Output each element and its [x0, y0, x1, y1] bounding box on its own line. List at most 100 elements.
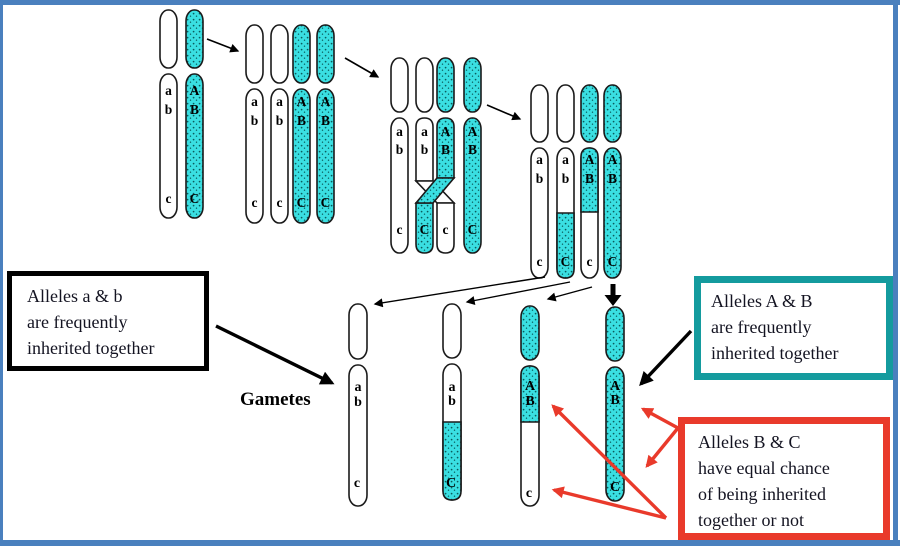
allele-label: c [354, 476, 360, 491]
allele-label: c [526, 486, 532, 501]
allele-label: b [251, 113, 259, 128]
teal-callout-arrow [639, 329, 693, 387]
stage2-to-stage3-arrow [344, 57, 380, 78]
callout-line: Alleles B & C [698, 432, 801, 452]
allele-label: b [448, 394, 456, 409]
to-gamete2-arrow [465, 281, 571, 305]
allele-label: a [536, 152, 543, 167]
red-arrow-g4-B [640, 407, 679, 430]
allele-label: a [276, 94, 283, 109]
to-gamete1-arrow [373, 276, 546, 308]
allele-label: A [610, 379, 621, 394]
stage4-chromosome-1: a b c [530, 84, 549, 279]
stage3-chromosome-3-crossover: A B C c [414, 57, 456, 254]
allele-label: b [536, 171, 544, 186]
allele-label: C [446, 476, 456, 491]
allele-label: c [166, 191, 172, 206]
stage3-to-stage4-arrow [486, 104, 522, 121]
allele-label: A [608, 152, 618, 167]
stage4-chromosome-3: A B c [580, 84, 599, 279]
allele-label: B [525, 394, 534, 409]
to-gamete4-arrow [604, 284, 622, 306]
allele-label: C [608, 254, 618, 269]
allele-label: b [396, 142, 404, 157]
stage3-chromosome-4: A B C [463, 57, 482, 254]
allele-label: C [420, 222, 430, 237]
red-arrow-g3-B [551, 404, 668, 520]
allele-label: b [276, 113, 284, 128]
allele-label: B [468, 142, 477, 157]
allele-label: C [468, 222, 478, 237]
allele-label: A [190, 83, 200, 98]
allele-label: A [321, 94, 331, 109]
gamete-1: a b c [348, 303, 368, 507]
allele-label: a [396, 124, 403, 139]
gamete-4: A B C [605, 306, 625, 502]
stage2-chromosome-teal-1: A B C [292, 24, 311, 224]
allele-label: B [610, 393, 619, 408]
gamete-3: A B c [520, 305, 540, 507]
allele-label: b [421, 142, 429, 157]
allele-label: c [252, 195, 258, 210]
frame-top-border [0, 0, 900, 5]
allele-label: C [321, 195, 331, 210]
allele-label: b [562, 171, 570, 186]
allele-label: c [277, 195, 283, 210]
callout-alleles-a-b: Alleles a & b are frequently inherited t… [7, 271, 209, 371]
stage1-chromosome-white: a b c [159, 9, 178, 219]
allele-label: C [297, 195, 307, 210]
callout-line: inherited together [27, 338, 155, 358]
allele-label: a [355, 380, 362, 395]
callout-line: have equal chance [698, 458, 830, 478]
allele-label: B [441, 142, 450, 157]
allele-label: c [537, 254, 543, 269]
stage2-chromosome-white-1: a b c [245, 24, 264, 224]
allele-label: A [468, 124, 478, 139]
allele-label: B [190, 102, 199, 117]
allele-label: A [585, 152, 595, 167]
allele-label: a [449, 380, 456, 395]
allele-label: B [297, 113, 306, 128]
callout-alleles-B-C: Alleles B & C have equal chance of being… [678, 417, 890, 540]
crossover-teal-strand [414, 177, 456, 204]
gamete-2: a b C [442, 303, 462, 501]
callout-line: Alleles a & b [27, 286, 123, 306]
stage3-chromosome-1: a b c [390, 57, 409, 254]
callout-line: of being inherited [698, 484, 826, 504]
allele-label: c [443, 222, 449, 237]
allele-label: B [585, 171, 594, 186]
stage2-chromosome-teal-2: A B C [316, 24, 335, 224]
allele-label: A [297, 94, 307, 109]
stage1-chromosome-teal: A B C [185, 9, 204, 219]
gametes-label: Gametes [240, 389, 311, 410]
allele-label: a [562, 152, 569, 167]
allele-label: A [525, 379, 536, 394]
to-gamete3-arrow [546, 286, 593, 302]
allele-label: B [321, 113, 330, 128]
callout-line: are frequently [711, 317, 812, 337]
callout-line: Alleles A & B [711, 291, 813, 311]
allele-label: B [608, 171, 617, 186]
allele-label: A [441, 124, 451, 139]
allele-label: a [421, 124, 428, 139]
allele-label: a [251, 94, 258, 109]
allele-label: C [610, 480, 620, 495]
frame-right-border [893, 0, 898, 546]
allele-label: a [165, 83, 172, 98]
red-arrow-g4-C [645, 426, 680, 468]
callout-line: together or not [698, 510, 804, 530]
stage4-chromosome-4: A B C [603, 84, 622, 279]
callout-line: inherited together [711, 343, 839, 363]
left-callout-arrow [215, 324, 335, 385]
frame-left-border [0, 0, 3, 546]
allele-label: C [190, 191, 200, 206]
callout-alleles-A-B: Alleles A & B are frequently inherited t… [694, 276, 893, 380]
allele-label: C [561, 254, 571, 269]
allele-label: c [587, 254, 593, 269]
frame-bottom-border [0, 540, 900, 546]
stage4-chromosome-2: a b C [556, 84, 575, 279]
allele-label: c [397, 222, 403, 237]
stage1-to-stage2-arrow [206, 38, 240, 53]
callout-line: are frequently [27, 312, 128, 332]
